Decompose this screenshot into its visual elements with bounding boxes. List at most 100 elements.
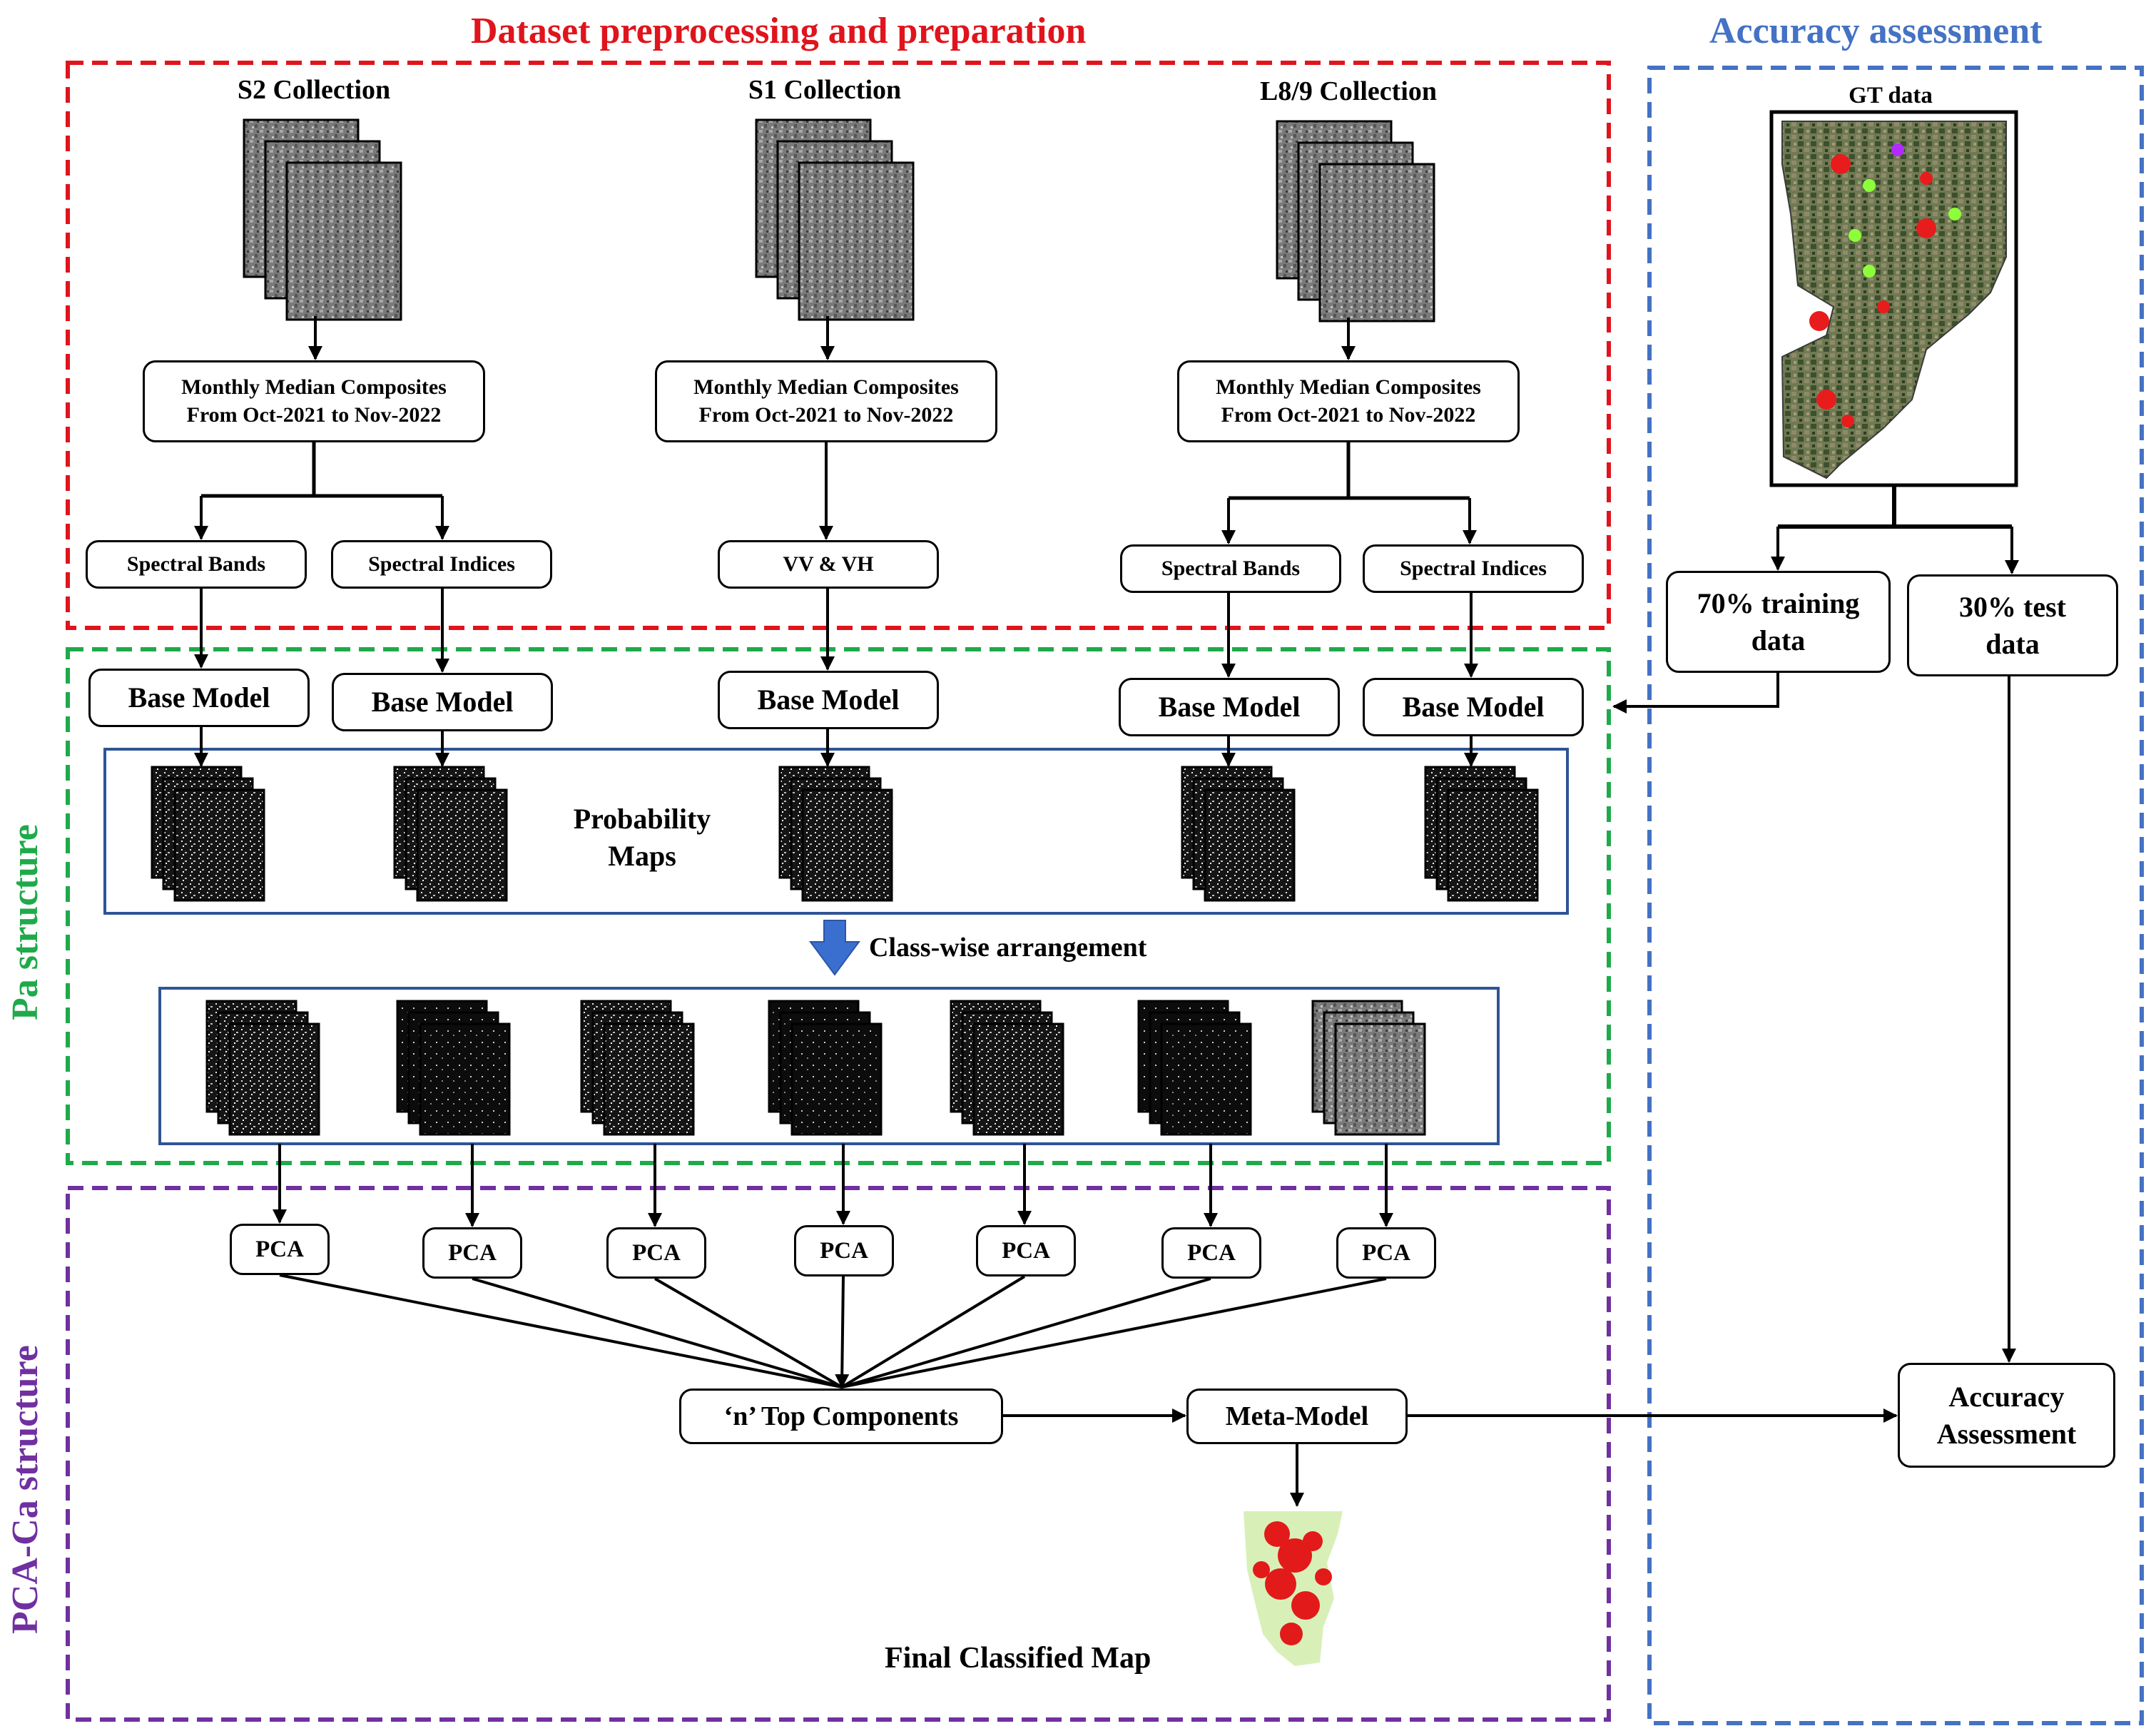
edge-training-to-base-models: [1612, 673, 1779, 714]
top-components-box: ‘n’ Top Components: [679, 1389, 1003, 1444]
final-map-class-patch: [1253, 1561, 1270, 1578]
base-model-l89-indices: Base Model: [1363, 678, 1584, 736]
probability-maps-panel: [103, 748, 1569, 915]
s2-spectral-indices-box: Spectral Indices: [331, 540, 552, 589]
pca-box-3: PCA: [606, 1227, 706, 1279]
edge-pca-6-to-components: [841, 1277, 1211, 1389]
s1-image-stack: [755, 118, 915, 321]
pcaca-section-title: PCA-Ca structure: [5, 1345, 46, 1634]
gt-data-title: GT data: [1849, 83, 1933, 108]
final-map-class-patch: [1291, 1591, 1320, 1620]
gt-sample-point: [1816, 390, 1836, 410]
gt-sample-point: [1891, 143, 1904, 156]
s1-collection-title: S1 Collection: [748, 75, 902, 105]
test-data-line2: data: [1985, 627, 2040, 660]
accuracy-section-title: Accuracy assessment: [1709, 11, 2043, 51]
s2-composite-line1: Monthly Median Composites: [181, 375, 447, 400]
l89-spectral-indices-box: Spectral Indices: [1363, 544, 1584, 593]
probability-maps-line2: Maps: [608, 840, 676, 872]
pcaca-frame: [66, 1186, 1611, 1722]
final-map-class-patch: [1265, 1568, 1296, 1600]
class-wise-maps-panel: [158, 987, 1500, 1145]
final-map-class-patch: [1303, 1531, 1323, 1551]
final-classified-map-label: Final Classified Map: [885, 1642, 1151, 1675]
edge-pca-7-to-components: [841, 1277, 1387, 1389]
class-wise-stack-2: [396, 1000, 511, 1136]
probability-map-stack-3: [778, 766, 893, 902]
l89-collection-title: L8/9 Collection: [1259, 76, 1438, 106]
base-model-l89-bands: Base Model: [1119, 678, 1340, 736]
pca-box-4: PCA: [794, 1225, 894, 1276]
meta-model-box: Meta-Model: [1186, 1389, 1408, 1444]
probability-map-stack-2: [393, 766, 508, 902]
accuracy-assessment-line2: Assessment: [1936, 1417, 2077, 1450]
pa-frame: [66, 647, 1611, 1165]
preprocessing-frame: [66, 61, 1611, 630]
training-data-box: 70% training data: [1666, 571, 1891, 673]
base-model-s1: Base Model: [718, 671, 939, 729]
accuracy-assessment-line1: Accuracy: [1948, 1381, 2065, 1413]
class-wise-stack-3: [580, 1000, 695, 1136]
probability-maps-line1: Probability: [573, 803, 711, 835]
s2-collection-title: S2 Collection: [237, 75, 391, 105]
final-map-class-patch: [1264, 1521, 1290, 1547]
edge-pca-3-to-components: [654, 1277, 843, 1389]
edge-pca-2-to-components: [472, 1277, 843, 1389]
s1-vv-vh-box: VV & VH: [718, 540, 939, 589]
final-map-class-patch: [1278, 1538, 1312, 1573]
probability-maps-label: Probability Maps: [542, 801, 742, 875]
edge-pca-4-to-components: [835, 1276, 850, 1389]
probability-map-stack-5: [1424, 766, 1539, 902]
class-wise-arrangement-label: Class-wise arrangement: [869, 933, 1147, 963]
gt-sample-point: [1863, 179, 1876, 192]
s2-composite-line2: From Oct-2021 to Nov-2022: [186, 402, 442, 427]
final-map-class-patch: [1315, 1568, 1332, 1585]
pca-box-1: PCA: [230, 1224, 330, 1275]
edge-pca-1-to-components: [279, 1274, 843, 1389]
gt-sample-point: [1863, 265, 1876, 278]
class-wise-stack-6: [1137, 1000, 1252, 1136]
class-wise-stack-4: [768, 1000, 883, 1136]
probability-map-stack-1: [151, 766, 265, 902]
probability-map-stack-4: [1181, 766, 1296, 902]
gt-sample-point: [1809, 311, 1829, 331]
s2-image-stack: [243, 118, 402, 321]
base-model-s2-indices: Base Model: [332, 673, 553, 731]
test-data-line1: 30% test: [1959, 591, 2066, 624]
gt-sample-point: [1849, 229, 1861, 242]
class-wise-stack-7: [1311, 1000, 1426, 1136]
training-data-line1: 70% training: [1697, 587, 1860, 620]
gt-sample-point: [1841, 415, 1854, 427]
training-data-line2: data: [1751, 624, 1806, 656]
class-wise-stack-5: [950, 1000, 1064, 1136]
pa-section-title: Pa structure: [5, 824, 46, 1020]
accuracy-frame: [1647, 66, 2144, 1725]
gt-sample-point: [1831, 154, 1851, 174]
final-map-class-patch: [1280, 1623, 1303, 1645]
s1-composite-line1: Monthly Median Composites: [693, 375, 959, 400]
l89-image-stack: [1276, 120, 1435, 323]
class-wise-stack-1: [205, 1000, 320, 1136]
pca-box-6: PCA: [1161, 1227, 1261, 1279]
preprocessing-section-title: Dataset preprocessing and preparation: [471, 11, 1087, 51]
pca-box-5: PCA: [976, 1225, 1076, 1276]
l89-composite-line1: Monthly Median Composites: [1216, 375, 1481, 400]
pca-box-2: PCA: [422, 1227, 522, 1279]
pca-box-7: PCA: [1336, 1227, 1436, 1279]
class-wise-arrow: [809, 920, 860, 976]
l89-composite-line2: From Oct-2021 to Nov-2022: [1221, 402, 1476, 427]
s2-spectral-bands-box: Spectral Bands: [86, 540, 307, 589]
gt-sample-point: [1948, 208, 1961, 220]
gt-sample-point: [1916, 218, 1936, 238]
gt-sample-point: [1920, 172, 1933, 185]
gt-sample-point: [1877, 300, 1890, 313]
s1-composite-line2: From Oct-2021 to Nov-2022: [698, 402, 954, 427]
edge-pca-5-to-components: [840, 1275, 1026, 1389]
